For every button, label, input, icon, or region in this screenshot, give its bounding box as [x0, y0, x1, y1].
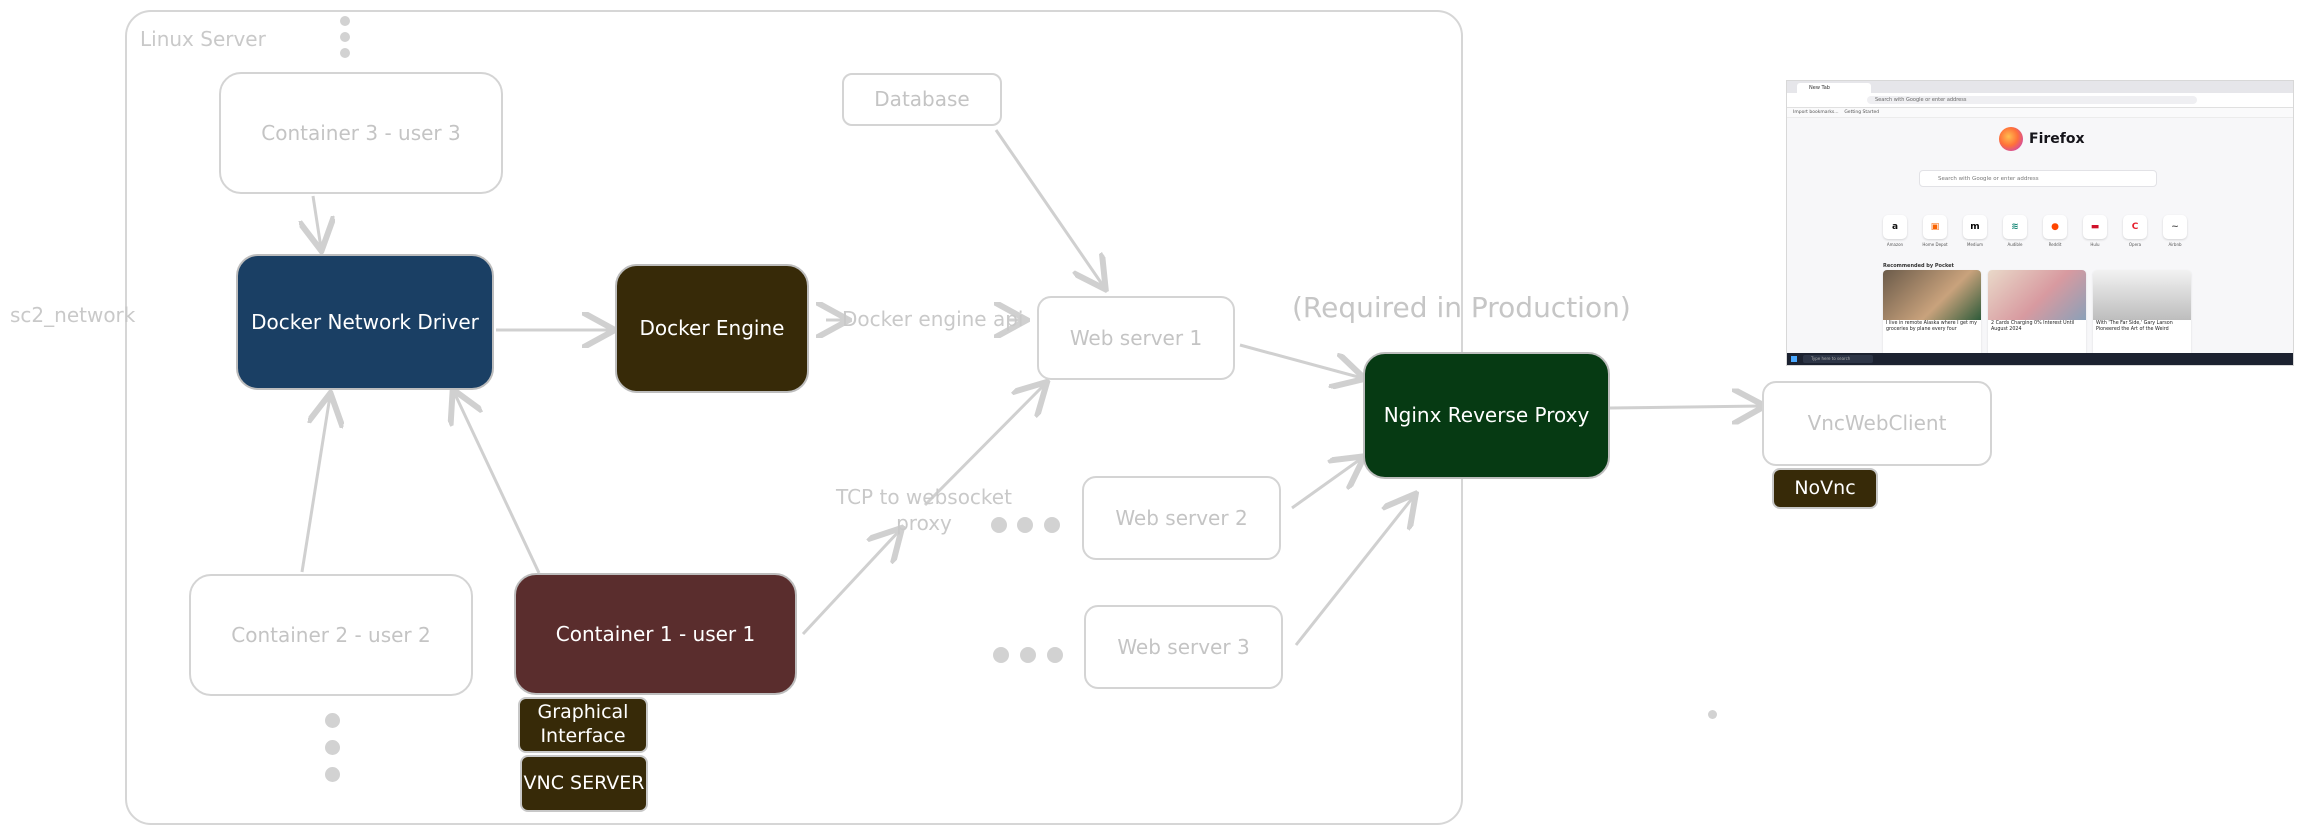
ellipsis-dot	[325, 713, 340, 728]
pocket-heading: Recommended by Pocket	[1883, 263, 1954, 269]
network-label: sc2_network	[10, 303, 136, 327]
firefox-screenshot: New Tab Search with Google or enter addr…	[1786, 80, 2294, 366]
ellipsis-dot	[325, 767, 340, 782]
database-node: Database	[842, 73, 1002, 126]
browser-tab[interactable]: New Tab	[1797, 83, 1871, 93]
nginx-reverse-proxy-node: Nginx Reverse Proxy	[1363, 352, 1610, 479]
ellipsis-dot	[991, 517, 1007, 533]
required-production-label: (Required in Production)	[1292, 291, 1631, 324]
ellipsis-dot	[1020, 647, 1036, 663]
shortcut-tile[interactable]: ▬	[2083, 215, 2107, 239]
novnc-node: NoVnc	[1772, 468, 1878, 509]
browser-tab-bar: New Tab	[1787, 81, 2293, 93]
arrow-web3-to-nginx	[1294, 496, 1414, 646]
docker-engine-api-label: Docker engine api	[842, 307, 1024, 331]
ellipsis-dot	[325, 740, 340, 755]
linux-server-label: Linux Server	[140, 27, 266, 51]
shortcut-label: Audible	[2007, 242, 2023, 247]
ellipsis-dot	[340, 48, 350, 58]
article-image	[1988, 270, 2086, 320]
url-input[interactable]: Search with Google or enter address	[1867, 96, 2197, 104]
bookmark-item[interactable]: Import bookmarks...	[1793, 110, 1839, 115]
bookmarks-bar: Import bookmarks... Getting Started	[1787, 108, 2293, 118]
docker-engine-node: Docker Engine	[615, 264, 809, 393]
container-3-node: Container 3 - user 3	[219, 72, 503, 194]
shortcut-label: Opera	[2128, 242, 2142, 247]
arrow-proxy-to-web1	[923, 384, 1045, 507]
shortcut-tile[interactable]: m	[1963, 215, 1987, 239]
tcp-websocket-label: TCP to websocket proxy	[836, 485, 1012, 535]
article-title: 2 Cards Charging 0% Interest Until Augus…	[1991, 321, 2075, 333]
arrow-container3-to-driver	[313, 195, 321, 248]
container-1-node: Container 1 - user 1	[514, 573, 797, 695]
shortcut-label: Medium	[1967, 242, 1983, 247]
docker-network-driver-node: Docker Network Driver	[236, 254, 494, 390]
shortcut-label: Hulu	[2090, 242, 2100, 247]
arrow-container1-to-proxy	[801, 530, 900, 636]
article-card[interactable]: 2 Cards Charging 0% Interest Until Augus…	[1988, 270, 2086, 360]
newtab-search-input[interactable]: Search with Google or enter address	[1919, 170, 2157, 187]
shortcut-tile[interactable]: ▣	[1923, 215, 1947, 239]
browser-url-bar: Search with Google or enter address	[1787, 93, 2293, 108]
arrow-nginx-to-vncclient	[1609, 406, 1762, 408]
shortcut-label: Home Depot	[1922, 242, 1948, 247]
web-server-3-node: Web server 3	[1084, 605, 1283, 689]
ellipsis-dot	[1044, 517, 1060, 533]
web-server-1-node: Web server 1	[1037, 296, 1235, 380]
graphical-interface-node: Graphical Interface	[518, 697, 648, 753]
shortcut-label: Reddit	[2048, 242, 2062, 247]
ellipsis-dot	[993, 647, 1009, 663]
vnc-web-client-node: VncWebClient	[1762, 381, 1992, 466]
article-title: I live in remote Alaska where I get my g…	[1886, 321, 1977, 333]
article-card[interactable]: With 'The Far Side,' Gary Larson Pioneer…	[2093, 270, 2191, 360]
start-icon[interactable]	[1791, 356, 1797, 362]
bookmark-item[interactable]: Getting Started	[1844, 110, 1880, 115]
shortcut-tile[interactable]: ●	[2043, 215, 2067, 239]
arrow-container2-to-driver	[300, 396, 330, 573]
ellipsis-dot	[340, 16, 350, 26]
shortcut-label: Amazon	[1886, 242, 1904, 247]
vnc-server-node: VNC SERVER	[520, 755, 648, 812]
container-2-node: Container 2 - user 2	[189, 574, 473, 696]
windows-taskbar: Type here to search	[1787, 353, 2293, 365]
arrow-container1-to-driver	[454, 392, 541, 574]
ellipsis-dot	[340, 32, 350, 42]
ellipsis-dot	[1017, 517, 1033, 533]
taskbar-search-input[interactable]: Type here to search	[1803, 355, 1873, 363]
web-server-2-node: Web server 2	[1082, 476, 1281, 560]
shortcut-tile[interactable]: ≋	[2003, 215, 2027, 239]
shortcut-label: Airbnb	[2168, 242, 2182, 247]
firefox-logo-icon	[1999, 127, 2023, 151]
firefox-brand: Firefox	[2029, 131, 2085, 147]
article-image	[2093, 270, 2191, 320]
article-title: With 'The Far Side,' Gary Larson Pioneer…	[2096, 321, 2173, 333]
shortcut-tile[interactable]: a	[1883, 215, 1907, 239]
arrow-web1-to-nginx	[1239, 343, 1362, 378]
ellipsis-dot	[1047, 647, 1063, 663]
shortcut-tile[interactable]: ~	[2163, 215, 2187, 239]
arrow-database-to-web1	[994, 129, 1104, 287]
article-card[interactable]: I live in remote Alaska where I get my g…	[1883, 270, 1981, 360]
stray-dot	[1708, 710, 1717, 719]
arrow-web2-to-nginx	[1291, 458, 1362, 510]
shortcut-tile[interactable]: C	[2123, 215, 2147, 239]
article-image	[1883, 270, 1981, 320]
